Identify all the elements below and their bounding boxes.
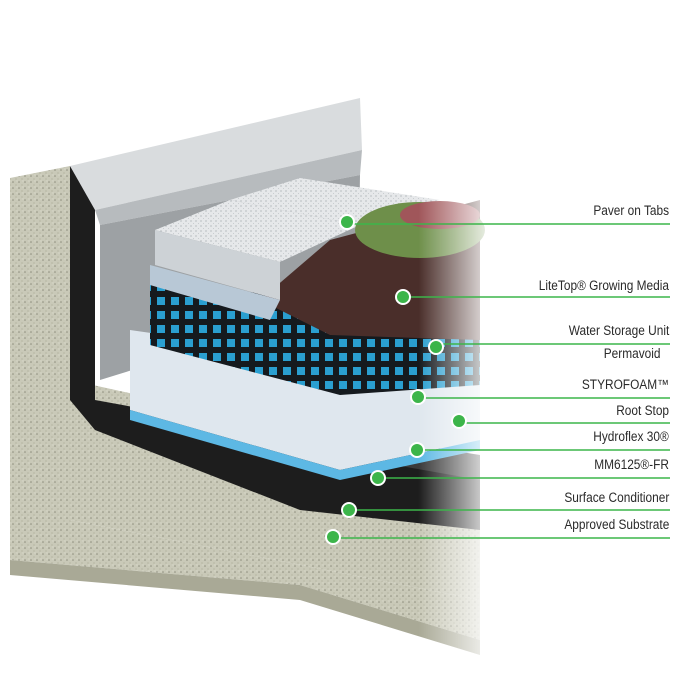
label-root-stop: Root Stop xyxy=(616,403,669,418)
label-water-storage: Water Storage Unit xyxy=(568,323,669,338)
label-hydroflex: Hydroflex 30® xyxy=(593,429,669,444)
label-styrofoam: STYROFOAM™ xyxy=(581,377,669,392)
callout-dot xyxy=(325,529,341,545)
label-paver-on-tabs: Paver on Tabs xyxy=(593,203,669,218)
label-approved-substrate: Approved Substrate xyxy=(563,517,669,532)
callout-dot xyxy=(410,389,426,405)
callout-dot xyxy=(409,442,425,458)
callout-dot xyxy=(339,214,355,230)
callout-dot xyxy=(428,339,444,355)
label-permavoid: Permavoid xyxy=(604,346,661,361)
callouts xyxy=(325,214,670,545)
callout-dot xyxy=(370,470,386,486)
callout-dot xyxy=(451,413,467,429)
callout-dot xyxy=(395,289,411,305)
callout-dot xyxy=(341,502,357,518)
label-mm6125: MM6125®-FR xyxy=(594,457,669,472)
label-surface-conditioner: Surface Conditioner xyxy=(563,490,669,505)
label-growing-media: LiteTop® Growing Media xyxy=(538,278,669,293)
